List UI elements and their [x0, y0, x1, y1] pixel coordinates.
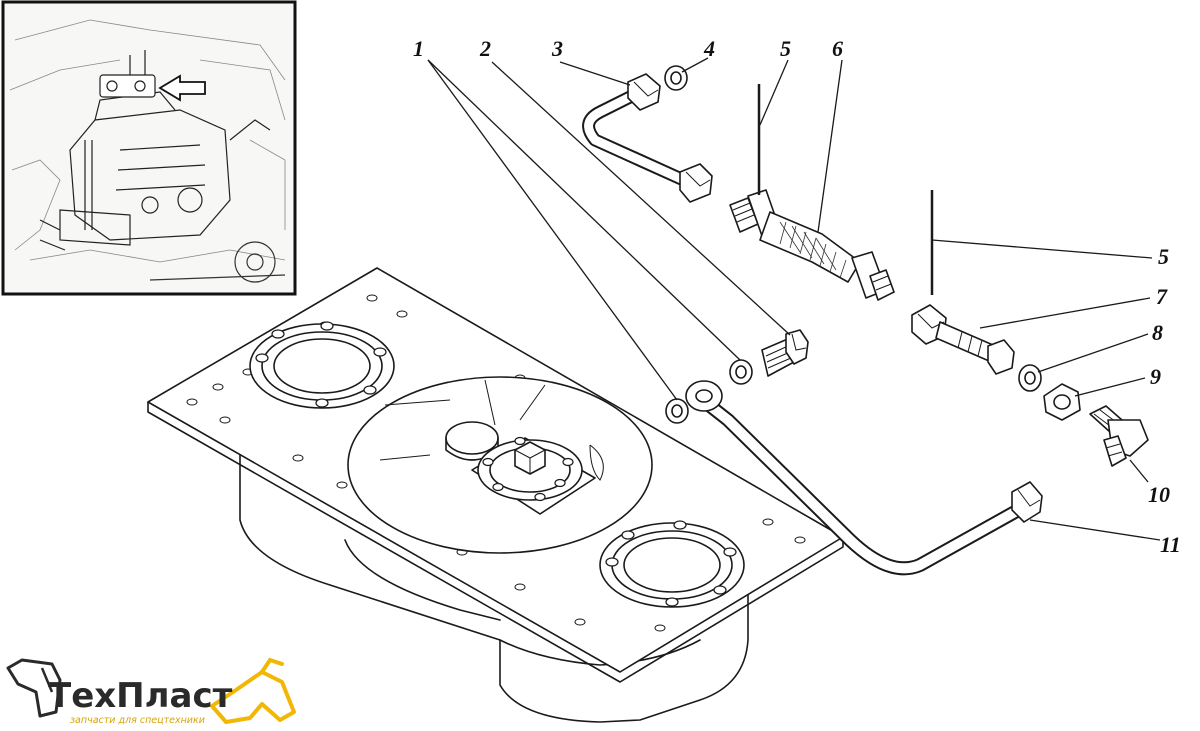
logo-tagline: запчасти для спецтехники: [70, 715, 205, 726]
logo-wordmark: ТехПласт: [48, 676, 233, 716]
callout-5-top: 5: [780, 36, 791, 61]
callout-4: 4: [703, 36, 715, 61]
callout-labels: 1 2 3 4 5 6 5 7 8 9 10 11: [413, 36, 1181, 557]
flexible-hose: [729, 189, 895, 301]
fuel-tank-assembly: [147, 267, 844, 723]
long-bolt: [911, 304, 1015, 375]
callout-3: 3: [551, 36, 563, 61]
bent-pipe: [582, 73, 713, 203]
callout-5-right: 5: [1158, 244, 1169, 269]
callout-7: 7: [1156, 284, 1168, 309]
callout-2: 2: [479, 36, 491, 61]
arrow-left-icon: [158, 74, 206, 102]
elbow-fitting: [1089, 405, 1149, 467]
callout-9: 9: [1150, 364, 1161, 389]
fuel-line-pipe: [685, 380, 1043, 576]
washer-1: [665, 398, 689, 424]
washer-8: [1018, 364, 1042, 392]
brand-logo: ТехПласт запчасти для спецтехники: [6, 657, 296, 726]
banjo-bolt: [761, 329, 809, 377]
callout-8: 8: [1152, 320, 1163, 345]
washer-2: [729, 359, 753, 385]
callout-1: 1: [413, 36, 424, 61]
callout-6: 6: [832, 36, 843, 61]
callout-10: 10: [1148, 482, 1170, 507]
leader-lines: [427, 57, 1161, 541]
washer-4: [664, 65, 688, 91]
callout-11: 11: [1160, 532, 1181, 557]
excavator-icon: [6, 657, 296, 724]
inset-engine-view: [1, 0, 297, 296]
hex-nut: [1043, 383, 1081, 421]
